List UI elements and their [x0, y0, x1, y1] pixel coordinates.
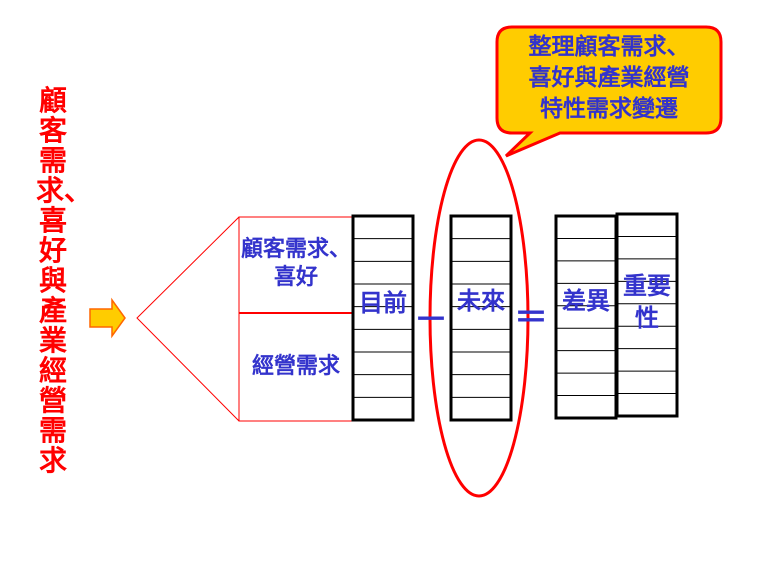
difference-label: 差異: [562, 287, 610, 315]
arrow-right-icon: [89, 297, 126, 339]
callout-text: 整理顧客需求、 喜好與產業經營 特性需求變遷: [505, 32, 713, 125]
current-column: [351, 214, 415, 422]
importance-label: 重要性: [623, 272, 671, 332]
equals-sign: ＝: [514, 298, 548, 338]
current-label: 目前: [359, 289, 407, 317]
column-border: [554, 214, 618, 420]
column-border: [449, 214, 513, 422]
column-border: [351, 214, 415, 422]
column-border: [615, 212, 679, 418]
business-needs-label: 經營需求: [251, 354, 340, 379]
customer-needs-label: 顧客需求、喜好: [240, 237, 351, 290]
speech-bubble: [495, 25, 723, 158]
side-title: 顧客需求、喜好與產業經營需求: [36, 84, 93, 477]
bracket-lines: [136, 216, 240, 422]
minus-sign: －: [414, 300, 448, 340]
importance-column: [615, 212, 679, 418]
callout-line: 喜好與產業經營: [528, 65, 690, 91]
callout-line: 整理顧客需求、: [528, 34, 690, 60]
future-highlight-ellipse: [428, 138, 530, 498]
difference-column: [554, 214, 618, 420]
future-column: [449, 214, 513, 422]
callout-line: 特性需求變遷: [540, 96, 678, 122]
future-label: 未來: [457, 287, 505, 315]
